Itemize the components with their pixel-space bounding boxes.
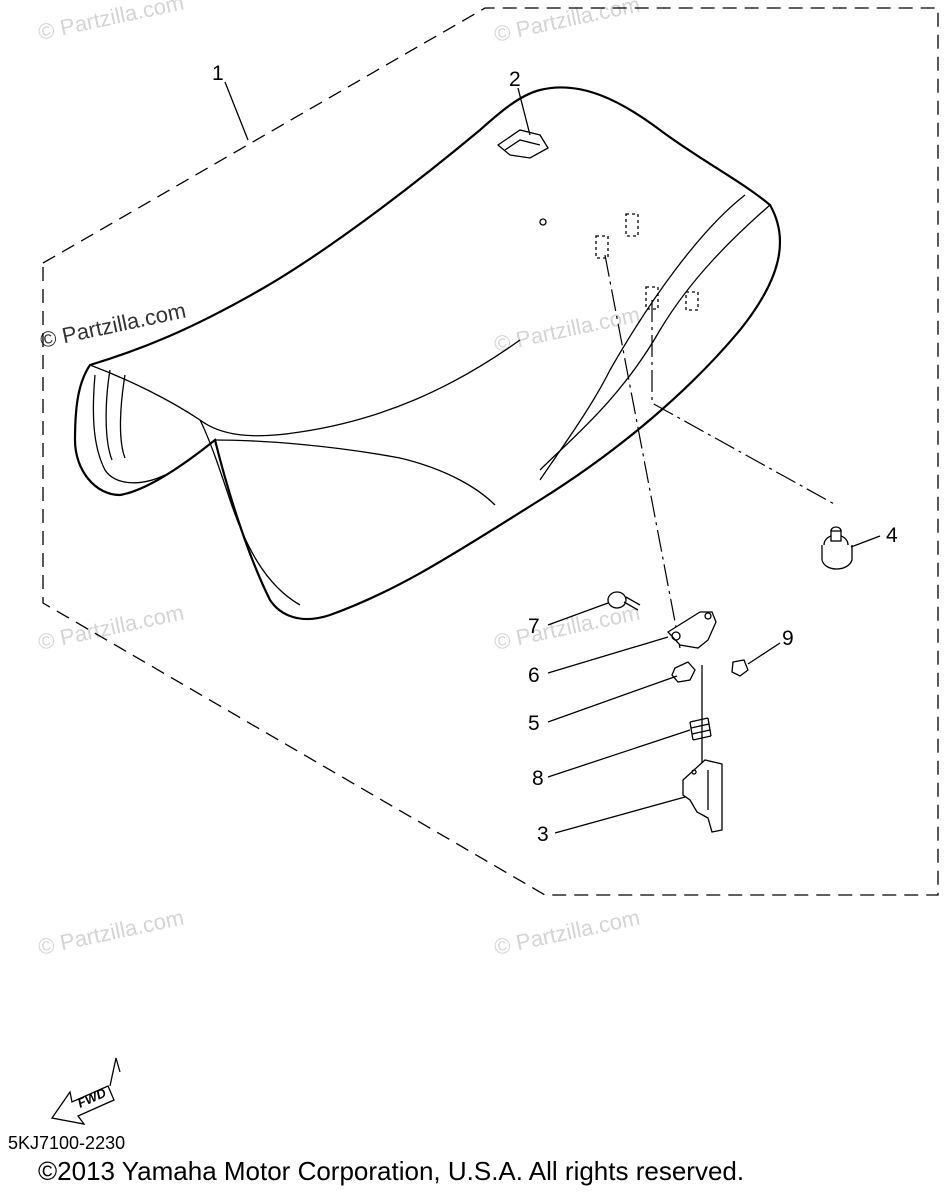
callout-5: 5: [528, 712, 540, 735]
watermark-text: © Partzilla.com: [36, 905, 186, 960]
callout-2: 2: [509, 68, 521, 91]
callout-3: 3: [537, 823, 549, 846]
callouts: 1 2 3 4 5 6 7 8 9: [212, 62, 898, 846]
forward-arrow-icon: FWD: [50, 1057, 121, 1125]
callout-7: 7: [528, 615, 540, 638]
bolt-part-7: [607, 591, 641, 611]
assembly-line: [651, 300, 837, 506]
watermark-text: © Partzilla.com: [38, 298, 188, 353]
watermark-text: © Partzilla.com: [36, 0, 186, 45]
seat-part-1: [73, 86, 782, 620]
watermark-text: © Partzilla.com: [36, 600, 186, 655]
assembly-boundary: [42, 7, 939, 896]
leader-lines: [224, 81, 881, 834]
diagram-code: 5KJ7100-2230: [8, 1133, 125, 1153]
copyright-notice: ©2013 Yamaha Motor Corporation, U.S.A. A…: [38, 1156, 744, 1186]
callout-6: 6: [528, 664, 540, 687]
callout-9: 9: [782, 627, 794, 650]
watermark-text: © Partzilla.com: [492, 905, 642, 960]
spring-part-8: [689, 717, 712, 741]
nut-part-5: [671, 661, 696, 683]
seat-bumper-part-2: [496, 129, 549, 159]
watermarks: © Partzilla.com © Partzilla.com © Partzi…: [36, 0, 642, 960]
seat-mounting-holes: [539, 213, 699, 311]
bracket-part-6: [666, 611, 717, 649]
callout-1: 1: [212, 62, 224, 85]
fwd-label: FWD: [75, 1085, 109, 1111]
watermark-text: © Partzilla.com: [492, 0, 642, 47]
clip-part-9: [731, 659, 749, 677]
callout-8: 8: [532, 767, 544, 790]
callout-4: 4: [886, 524, 898, 547]
assembly-line: [604, 254, 681, 649]
damper-part-4: [821, 526, 853, 570]
seat-lock-part-3: [682, 759, 723, 833]
